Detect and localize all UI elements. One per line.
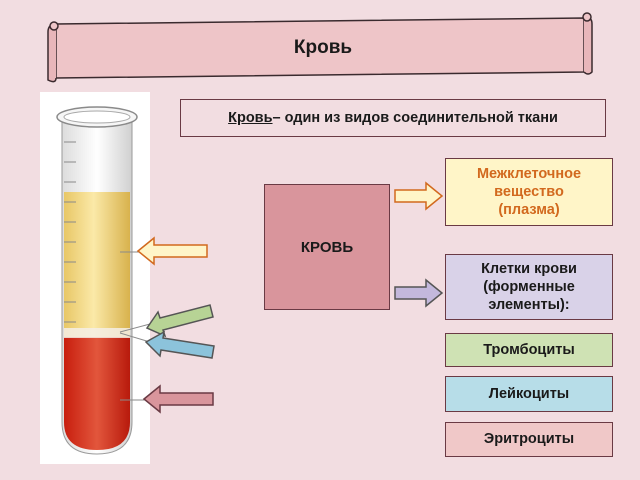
page-title: Кровь <box>293 37 353 58</box>
arrow-to-plasma <box>394 181 444 211</box>
blood-cells-box: Клетки крови (форменные элементы): <box>445 254 613 320</box>
cells-line-2: (форменные <box>483 278 575 295</box>
test-tube-illustration <box>40 92 151 464</box>
title-scroll-banner <box>47 12 593 83</box>
definition-term: Кровь <box>228 110 273 126</box>
cells-line-3: элементы): <box>488 297 570 314</box>
erythrocytes-box: Эритроциты <box>445 422 613 457</box>
plasma-box: Межклеточное вещество (плазма) <box>445 158 613 226</box>
erythrocyte-pointer-arrow <box>142 384 214 414</box>
thrombocyte-pointer-arrow <box>145 304 214 338</box>
thrombocytes-box: Тромбоциты <box>445 333 613 367</box>
plasma-line-1: Межклеточное <box>476 165 582 182</box>
blood-main-box: КРОВЬ <box>264 184 390 310</box>
plasma-pointer-arrow <box>136 236 208 266</box>
definition-text: – один из видов соединительной ткани <box>272 110 558 126</box>
arrow-to-cells <box>394 278 444 308</box>
plasma-line-2: вещество <box>494 183 564 200</box>
definition-box: Кровь – один из видов соединительной тка… <box>180 99 606 137</box>
plasma-line-3: (плазма) <box>498 202 560 219</box>
leukocytes-box: Лейкоциты <box>445 376 613 412</box>
cells-line-1: Клетки крови <box>481 260 577 277</box>
leukocyte-pointer-arrow <box>144 330 215 359</box>
